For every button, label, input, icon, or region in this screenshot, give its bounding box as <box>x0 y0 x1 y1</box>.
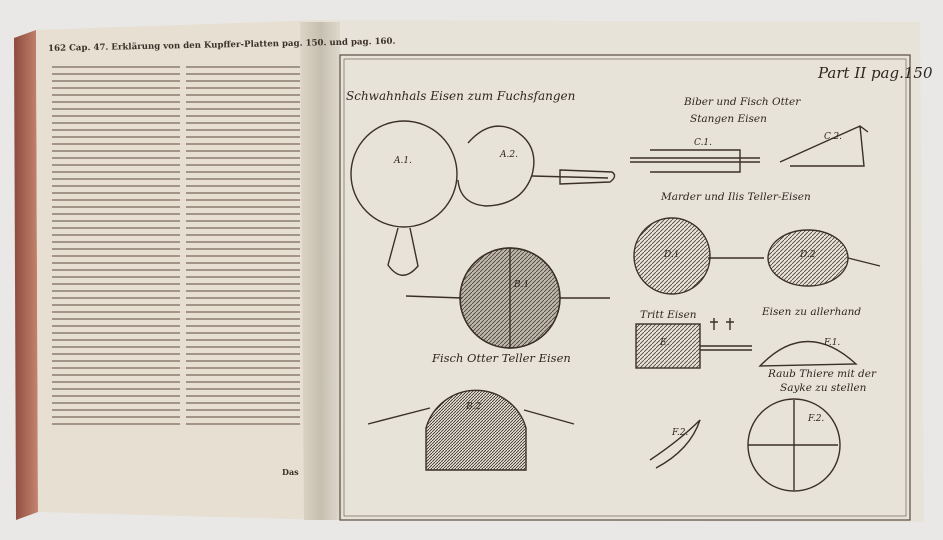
caption-allerhand: Eisen zu allerhand <box>762 306 862 318</box>
teller-eisen-b1-arms <box>405 295 610 299</box>
label-c1: C.1. <box>694 138 713 148</box>
marder-teller-handle <box>847 257 881 267</box>
stangen-eisen-c1 <box>630 149 760 173</box>
teller-eisen-b2 <box>425 389 527 471</box>
label-b1: B.1 <box>514 280 530 290</box>
plate-title: Part II pag.150 <box>818 64 933 82</box>
plate-inner-frame <box>343 58 907 517</box>
label-f2-large: F.2. <box>808 414 825 424</box>
tritt-eisen-pins <box>710 318 734 330</box>
label-e: E. <box>660 338 670 348</box>
label-a1: A.1. <box>394 156 412 166</box>
caption-fisch-otter: Fisch Otter Teller Eisen <box>432 351 571 365</box>
caption-raubthiere-line1: Raub Thiere mit der <box>768 368 876 380</box>
schwanenhals-chain <box>387 227 419 276</box>
label-b2: B.2 <box>466 402 482 412</box>
marder-teller-d1 <box>633 217 711 295</box>
label-d1: D.1 <box>664 250 680 260</box>
caption-marder: Marder und Ilis Teller-Eisen <box>661 191 811 203</box>
tritt-eisen-plate <box>635 323 701 369</box>
teller-eisen-b2-arms <box>367 407 575 425</box>
sayke-eisen-f2-bars <box>748 400 838 490</box>
book-page-edges <box>14 30 38 520</box>
plate-frame <box>339 54 911 521</box>
left-page-catchword: Das <box>282 467 299 477</box>
stangen-eisen-c2 <box>779 125 869 167</box>
label-f1: F.1. <box>824 338 841 348</box>
schwanenhals-spring <box>531 169 616 185</box>
caption-biber-line2: Stangen Eisen <box>690 113 767 125</box>
label-f2-small: F.2. <box>672 428 689 438</box>
schwanenhals-jaw-a2 <box>457 125 535 207</box>
small-spring-f2 <box>649 419 701 469</box>
allerhand-eisen-f1 <box>758 340 858 367</box>
left-page-text-lines <box>52 65 300 426</box>
caption-raubthiere-line2: Sayke zu stellen <box>780 382 867 394</box>
label-d2: D.2 <box>800 250 816 260</box>
label-c2: C.2. <box>824 132 843 142</box>
gutter-shadow <box>300 22 342 520</box>
tritt-eisen-bar <box>700 345 752 351</box>
label-a2: A.2. <box>500 150 518 160</box>
caption-biber-line1: Biber und Fisch Otter <box>684 96 801 108</box>
caption-schwanenhals: Schwahnhals Eisen zum Fuchsfangen <box>346 89 576 103</box>
schwanenhals-jaw-a1 <box>350 120 458 228</box>
caption-tritt: Tritt Eisen <box>640 309 697 321</box>
